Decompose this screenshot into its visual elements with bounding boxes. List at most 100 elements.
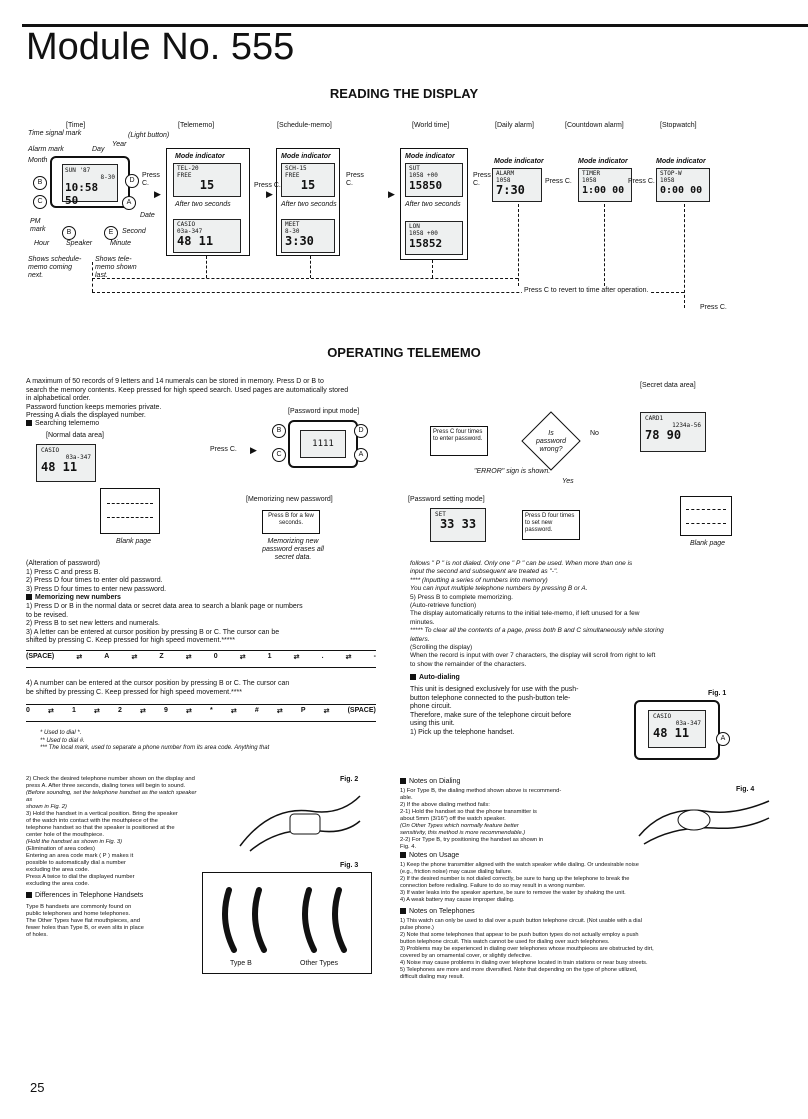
blank-line: [107, 503, 153, 504]
press-d-four-box: Press C four times to enter password.: [430, 426, 488, 456]
button-b-bottom[interactable]: B: [62, 226, 76, 240]
usage-line: connection before redialing. Failure to …: [400, 883, 586, 889]
usage-line: 4) A weak battery may cause improper dia…: [400, 897, 515, 903]
label-hour: Hour: [34, 240, 50, 247]
normal-lcd-a: CASIO: [41, 447, 60, 454]
blank-line: [686, 523, 726, 524]
normal-lcd-b: 03a-347: [65, 454, 91, 461]
letter-strip-items: (SPACE)⇄ A⇄ Z⇄ 0⇄ 1⇄ .⇄ -: [26, 653, 376, 661]
world-lcd-a: SUT 1058 +00 15850: [405, 163, 463, 197]
pw-button-d[interactable]: D: [354, 424, 368, 438]
fig1-button-a[interactable]: A: [716, 732, 730, 746]
bottom-line: press A. After three seconds, dialing to…: [26, 783, 186, 789]
flow-line: [684, 204, 685, 308]
time-lcd: SUN '87 8-30 10:58 50: [62, 164, 118, 207]
bottom-left-text: 2) Check the desired telephone number sh…: [26, 776, 204, 888]
strip-item: (SPACE): [26, 653, 55, 660]
diff-line: Type B handsets are commonly found on: [26, 904, 132, 910]
section-heading-reading: READING THE DISPLAY: [329, 86, 479, 101]
mode-indicator-timer: Mode indicator: [578, 158, 628, 165]
strip-item: .: [321, 653, 324, 660]
mode-indicator-alarm: Mode indicator: [494, 158, 544, 165]
tel-line: button telephone circuit. This watch can…: [400, 939, 610, 945]
instruction-line: shifted by pressing C. Keep pressed for …: [26, 637, 235, 645]
strip-item: 9: [164, 707, 168, 714]
press-c-1: Press C.: [142, 172, 160, 187]
tel-line: 2) Note that some telephones that appear…: [400, 932, 639, 938]
diff-line: fewer holes than Type B, or even slits i…: [26, 925, 144, 931]
bottom-line: telephone handset so that the speaker is…: [26, 825, 175, 831]
notes-dialing-text: Notes on Dialing: [409, 778, 461, 785]
instruction-line: 5) Press B to complete memorizing.: [410, 593, 513, 601]
strip-arrow: ⇄: [48, 708, 54, 715]
button-e[interactable]: E: [104, 226, 118, 240]
diff-line: The Other Types have flat mouthpieces, a…: [26, 918, 140, 924]
world-lcd-a2: 1058 +00: [409, 172, 438, 179]
press-d-set-text: Press D four times to set new password.: [525, 513, 575, 533]
strip-arrow: ⇄: [239, 654, 246, 661]
op-press-c: Press C.: [210, 446, 237, 453]
telememo-lcd-b: CASIO 03a-347 48 11: [173, 219, 241, 253]
panel-schedule: Mode indicator SCH-15 FREE 15 After two …: [276, 148, 340, 256]
mode-indicator-label-2: Mode indicator: [281, 153, 331, 160]
instruction-line: follows " P " is not dialed. Only one " …: [410, 560, 633, 567]
strip-item: 0: [26, 707, 30, 714]
label-date: Date: [140, 212, 155, 219]
label-second: Second: [122, 228, 146, 235]
world-lcd-b1: LON: [409, 223, 420, 230]
button-a[interactable]: A: [122, 196, 136, 210]
yes-label: Yes: [562, 478, 574, 485]
section-heading-operating: OPERATING TELEMEMO: [327, 345, 481, 360]
diff-line: public telephones and home telephones.: [26, 911, 131, 917]
intro-line: A maximum of 50 records of 9 letters and…: [26, 378, 324, 385]
differences-body: Type B handsets are commonly found on pu…: [26, 904, 196, 939]
mode-label-stopwatch: [Stopwatch]: [660, 122, 697, 129]
mode-label-world: [World time]: [412, 122, 450, 129]
pw-button-a[interactable]: A: [354, 448, 368, 462]
strip-arrow: ⇄: [276, 708, 283, 715]
strip-arrow: ⇄: [345, 654, 352, 661]
press-b-few-text: Press B for a few seconds.: [268, 513, 314, 526]
fig1-label: Fig. 1: [708, 690, 727, 697]
is-password-wrong: Is password wrong?: [536, 430, 566, 453]
auto-dialing-text: Auto-dialing: [419, 674, 460, 681]
dialing-line: able.: [400, 795, 413, 801]
notes-telephones-heading: Notes on Telephones: [400, 908, 475, 916]
blank-page-label-2: Blank page: [690, 540, 726, 547]
notes-dialing-heading: Notes on Dialing: [400, 778, 460, 786]
footnote: ** Used to dial #.: [40, 737, 85, 744]
strip-arrow: ⇄: [185, 654, 192, 661]
timer-lcd-a2: 1058: [582, 177, 597, 184]
strip-item: *: [210, 707, 213, 714]
schedule-lcd-b: MEET 8-30 3:30: [281, 219, 335, 253]
instruction-line: 3) Press D four times to enter new passw…: [26, 585, 167, 593]
tel-line: covered by an ornamental cover, or sligh…: [400, 953, 532, 959]
pw-button-c[interactable]: C: [272, 448, 286, 462]
notes-telephones-body: 1) This watch can only be used to dial o…: [400, 918, 790, 981]
after-two-seconds-3: After two seconds: [405, 201, 461, 208]
blank-line: [107, 517, 153, 518]
strip-arrow: ⇄: [94, 708, 100, 715]
strip-item: Z: [159, 653, 164, 660]
button-c[interactable]: C: [33, 195, 47, 209]
schedule-lcd-a1: SCH-15: [285, 165, 307, 172]
telememo-lcd-b2: 03a-347: [177, 228, 203, 235]
stopwatch-lcd: STOP-W 1058 0:00 00: [656, 168, 710, 202]
dialing-line: Fig. 4.: [400, 844, 417, 850]
intro-text: A maximum of 50 records of 9 letters and…: [26, 378, 366, 421]
instruction-line: input the second and subsequent are trea…: [410, 568, 559, 576]
pw-button-b[interactable]: B: [272, 424, 286, 438]
alarm-lcd: ALARM 1058 7:30: [492, 168, 542, 202]
flow-line: [432, 260, 433, 278]
mode-label-alarm: [Daily alarm]: [495, 122, 534, 129]
type-b-label: Type B: [230, 960, 252, 967]
page-number: 25: [30, 1080, 45, 1095]
button-b[interactable]: B: [33, 176, 47, 190]
schedule-lcd-a: SCH-15 FREE 15: [281, 163, 335, 197]
bottom-line: (Elimination of area codes): [26, 846, 95, 852]
fig3-handsets-illustration: [222, 887, 347, 953]
instruction-line: 1) Press C and press B.: [26, 568, 101, 576]
dialing-line: 2-1) Hold the handset so that the phone …: [400, 809, 537, 815]
button-d[interactable]: D: [125, 174, 139, 188]
tel-line: 4) Noise may cause problems in dialing o…: [400, 960, 648, 966]
